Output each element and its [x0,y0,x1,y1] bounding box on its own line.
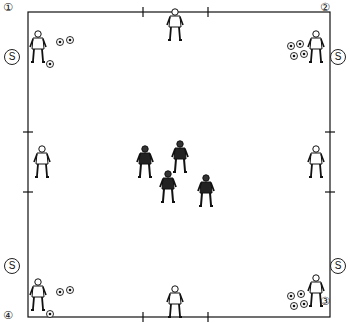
field-boundary [28,12,330,317]
station-letter: S [9,52,16,62]
station-letter: S [335,261,342,271]
callout-number: ③ [320,296,330,307]
callout-number: ② [320,2,330,13]
station-circle: S [4,258,20,274]
central-players [137,141,214,206]
station-circle: S [330,258,346,274]
callout-number: ④ [3,310,13,321]
station-letter: S [335,52,342,62]
station-letter: S [9,261,16,271]
goalkeepers [34,9,324,317]
station-circle: S [4,49,20,65]
station-circle: S [330,49,346,65]
corner-players [30,31,324,310]
callout-number: ① [3,2,13,13]
goal-marks [23,7,335,322]
balls [47,37,308,318]
